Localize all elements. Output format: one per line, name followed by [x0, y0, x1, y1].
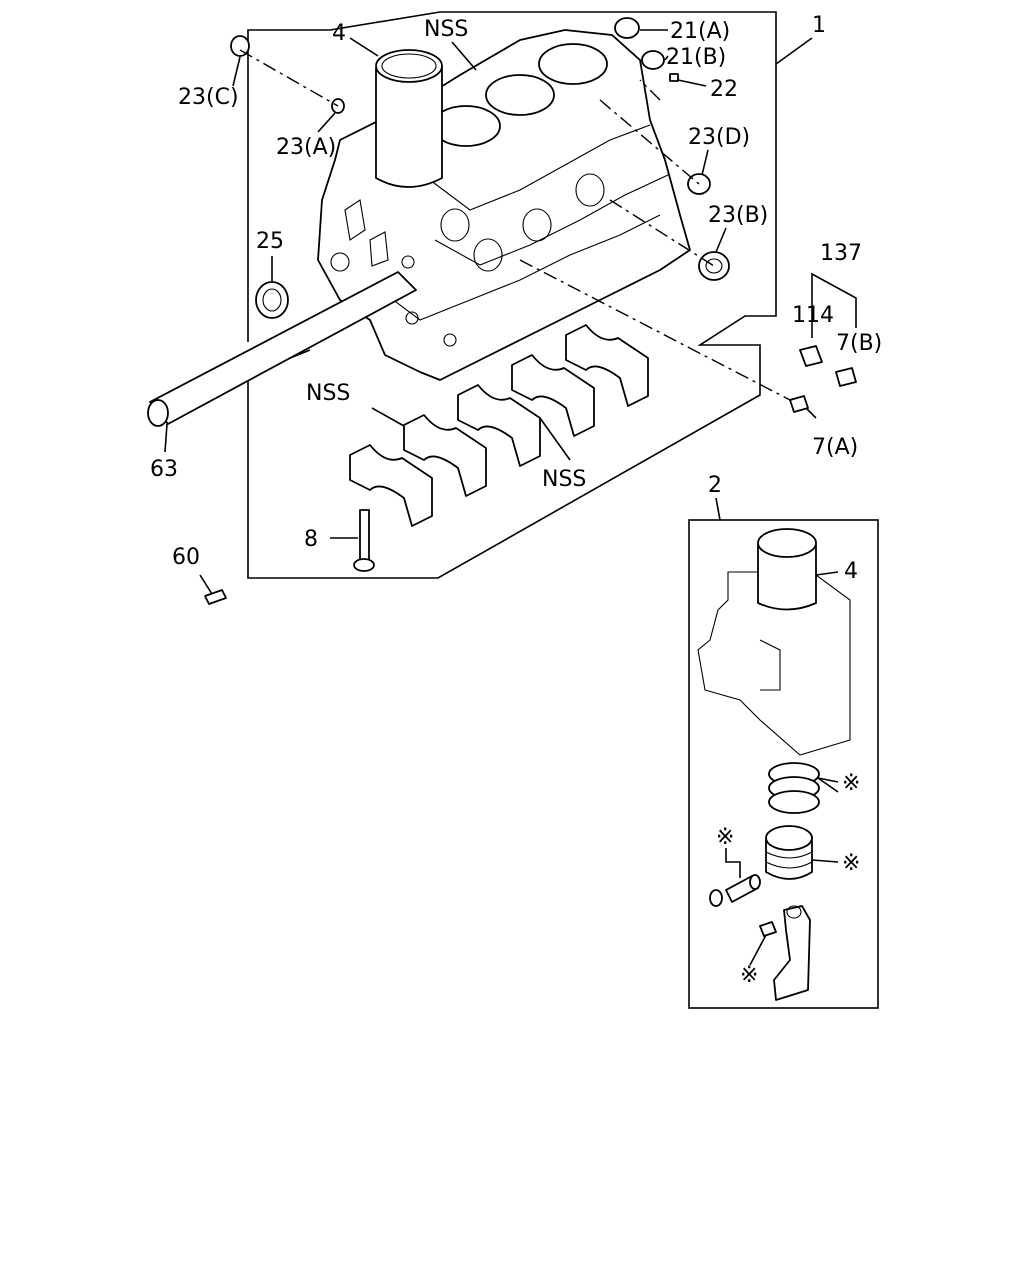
piston-rings — [768, 762, 820, 814]
label-137: 137 — [820, 241, 862, 266]
piston-kit-frame — [688, 519, 879, 1009]
label-nss-left: NSS — [306, 381, 350, 406]
block-assembly-frame — [247, 11, 777, 579]
label-star-rings: ※ — [842, 771, 860, 796]
label-star-bush: ※ — [740, 963, 758, 988]
oil-seal-25 — [255, 281, 289, 319]
label-23c: 23(C) — [178, 85, 239, 110]
label-114: 114 — [792, 303, 834, 328]
label-4-kit: 4 — [844, 559, 858, 584]
union-bolt-114 — [799, 345, 823, 367]
plug-21a — [614, 17, 640, 39]
label-nss-bottom: NSS — [542, 467, 586, 492]
plug-23c — [230, 35, 250, 57]
label-23a: 23(A) — [276, 135, 336, 160]
oil-tube-63 — [147, 271, 417, 427]
kit-liner — [757, 528, 817, 611]
label-21b: 21(B) — [666, 45, 726, 70]
label-4-liner: 4 — [332, 21, 346, 46]
piston-pin-and-clip — [709, 874, 761, 907]
label-7a: 7(A) — [812, 435, 858, 460]
label-nss-top: NSS — [424, 17, 468, 42]
label-star-pin: ※ — [716, 825, 734, 850]
bolt-60 — [204, 589, 227, 605]
label-23d: 23(D) — [688, 125, 750, 150]
label-63: 63 — [150, 457, 178, 482]
cylinder-block — [317, 29, 691, 381]
connecting-rod — [759, 905, 811, 1001]
label-21a: 21(A) — [670, 19, 730, 44]
label-2: 2 — [708, 473, 722, 498]
plug-22 — [669, 73, 679, 82]
cylinder-liner — [375, 49, 443, 188]
bearing-caps — [349, 324, 649, 527]
label-8: 8 — [304, 527, 318, 552]
alignment-lines — [239, 49, 791, 401]
label-23b: 23(B) — [708, 203, 768, 228]
cap-bolt-8 — [353, 509, 375, 572]
plug-23b — [698, 251, 730, 281]
label-1: 1 — [812, 13, 826, 38]
leader-lines — [164, 29, 857, 966]
label-22: 22 — [710, 77, 738, 102]
piston — [765, 825, 813, 880]
label-star-piston: ※ — [842, 851, 860, 876]
callout-labels: 1 4 NSS 21(A) 21(B) 22 23(C) 23(A) 23(D)… — [150, 13, 882, 988]
plug-21b — [641, 50, 665, 70]
label-25: 25 — [256, 229, 284, 254]
label-60: 60 — [172, 545, 200, 570]
bolt-7a — [789, 395, 809, 413]
kit-block-outline — [697, 571, 851, 756]
bolt-7b — [835, 367, 857, 387]
label-7b: 7(B) — [836, 331, 882, 356]
